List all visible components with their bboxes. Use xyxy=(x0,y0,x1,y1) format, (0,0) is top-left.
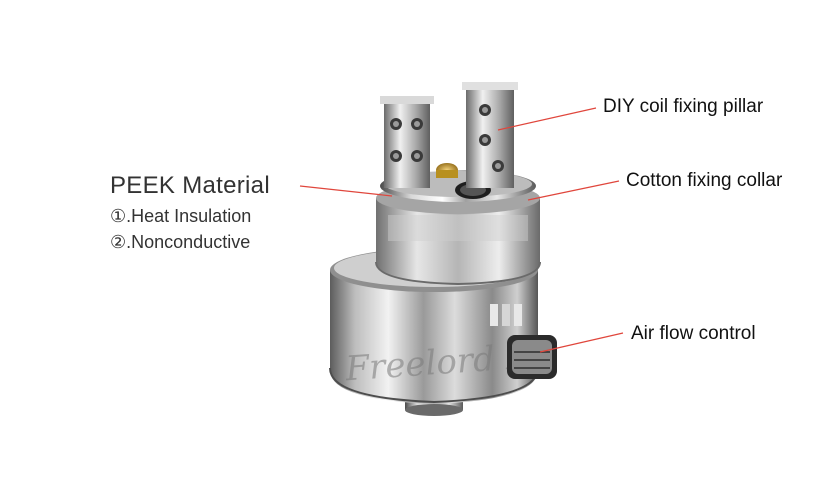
airflow-ridges xyxy=(490,304,522,326)
leader-air-flow xyxy=(539,332,624,353)
peek-insulator xyxy=(436,163,458,178)
callout-air-flow-control: Air flow control xyxy=(631,323,756,344)
peek-feature-nonconductive: ②.Nonconductive xyxy=(110,232,251,252)
leader-diy-pillar xyxy=(497,107,597,131)
airflow-slot xyxy=(507,335,557,379)
left-coil-pillar xyxy=(380,96,434,188)
leader-peek xyxy=(299,185,393,197)
leader-cotton-collar xyxy=(527,180,620,201)
peek-feature-heat-insulation: ①.Heat Insulation xyxy=(110,206,252,226)
leader-lines xyxy=(299,107,624,353)
right-coil-pillar xyxy=(462,82,518,188)
callout-diy-coil-fixing-pillar: DIY coil fixing pillar xyxy=(603,96,764,117)
callout-cotton-fixing-collar: Cotton fixing collar xyxy=(626,170,783,191)
peek-material-title: PEEK Material xyxy=(110,172,270,199)
